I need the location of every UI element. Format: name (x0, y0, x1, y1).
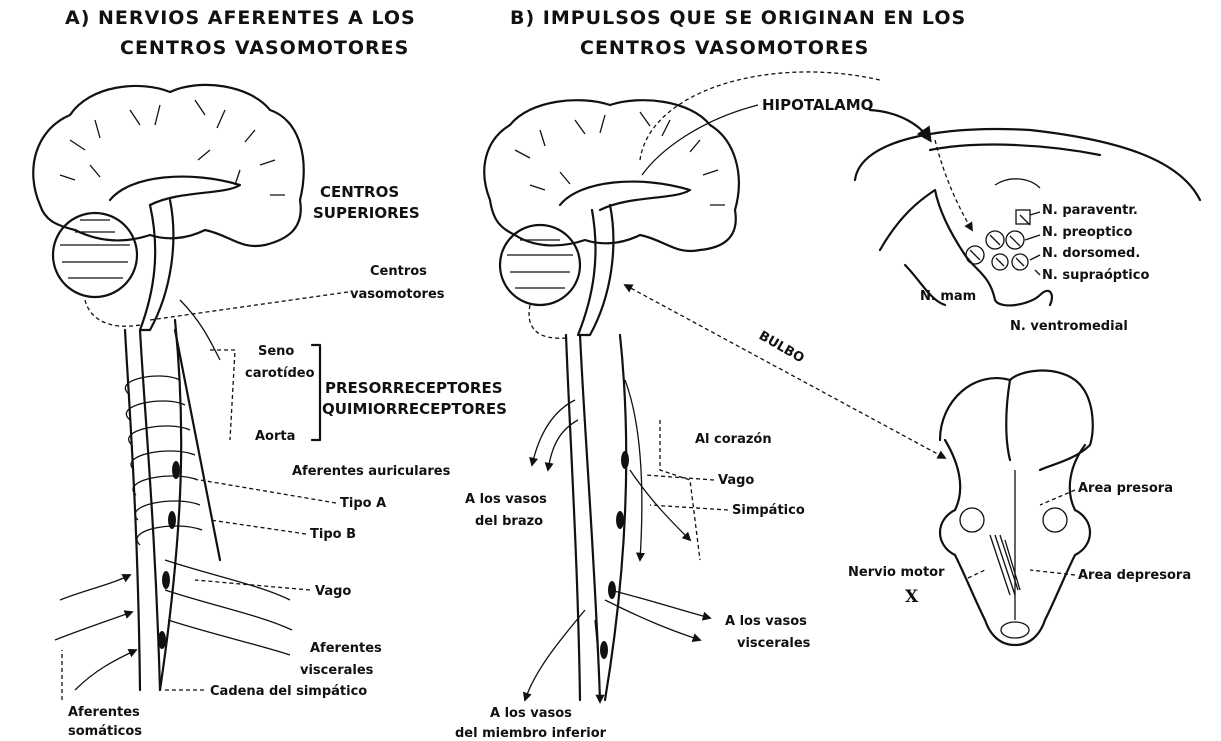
label-aferentes-somaticos-2: somáticos (68, 724, 142, 739)
label-centros-superiores-2: SUPERIORES (313, 204, 420, 222)
label-n-supraoptico: N. supraóptico (1042, 268, 1149, 283)
brain-b-illustration (484, 100, 739, 335)
label-presorreceptores: PRESORRECEPTORES (325, 379, 503, 397)
panel-a-title-line1: A) NERVIOS AFERENTES A LOS (65, 7, 416, 29)
panel-b-title-line1: B) IMPULSOS QUE SE ORIGINAN EN LOS (510, 7, 966, 29)
label-n-preoptico: N. preoptico (1042, 225, 1132, 240)
label-area-depresora: Area depresora (1078, 568, 1191, 583)
label-seno-2: carotídeo (245, 366, 315, 381)
leader-vago-a (195, 580, 310, 590)
label-n-ventromedial: N. ventromedial (1010, 319, 1128, 334)
panel-b: B) IMPULSOS QUE SE ORIGINAN EN LOS CENTR… (455, 7, 966, 741)
label-quimiorreceptores: QUIMIORRECEPTORES (322, 400, 507, 418)
label-vasos-brazo-2: del brazo (475, 514, 543, 529)
brain-a-illustration (33, 85, 304, 330)
label-vasos-viscerales-1: A los vasos (725, 614, 807, 629)
hipotalamo-arc (640, 72, 880, 160)
label-al-corazon: Al corazón (695, 432, 772, 447)
label-seno-1: Seno (258, 344, 294, 359)
label-vago-b: Vago (718, 473, 754, 488)
label-simpatico-b: Simpático (732, 503, 805, 518)
label-aferentes-auriculares: Aferentes auriculares (292, 464, 451, 479)
panel-b-title-line2: CENTROS VASOMOTORES (580, 37, 869, 59)
leader-tipo-b (210, 520, 306, 534)
label-n-dorsomed: N. dorsomed. (1042, 246, 1140, 261)
leader-centros-vasomotores (150, 292, 348, 320)
label-vago-a: Vago (315, 584, 351, 599)
label-vasos-inferior-1: A los vasos (490, 706, 572, 721)
label-aferentes-somaticos-1: Aferentes (68, 705, 140, 720)
label-nervio-motor: Nervio motor (848, 565, 945, 580)
label-aferentes-viscerales-2: viscerales (300, 663, 374, 678)
label-tipo-b: Tipo B (310, 527, 356, 542)
hypothalamus-inset: N. paraventr. N. preoptico N. dorsomed. … (855, 129, 1200, 334)
label-n-mam: N. mam (920, 289, 976, 304)
label-area-presora: Area presora (1078, 481, 1173, 496)
label-vasos-brazo-1: A los vasos (465, 492, 547, 507)
label-vasos-viscerales-2: viscerales (737, 636, 811, 651)
label-centros-vasomotores-1: Centros (370, 264, 427, 279)
label-nervio-numeral: X (905, 587, 919, 607)
label-centros-superiores-1: CENTROS (320, 183, 399, 201)
label-cadena-simpatico: Cadena del simpático (210, 684, 367, 699)
label-tipo-a: Tipo A (340, 496, 386, 511)
panel-a: A) NERVIOS AFERENTES A LOS CENTROS VASOM… (33, 7, 507, 739)
brainstem-inset: Area presora Area depresora Nervio motor… (848, 371, 1191, 645)
spinal-cord-b (525, 305, 710, 702)
label-vasos-inferior-2: del miembro inferior (455, 726, 607, 741)
leader-simpatico-b (650, 505, 728, 510)
label-hipotalamo: HIPOTALAMO (762, 96, 873, 114)
leader-tipo-a (200, 480, 336, 503)
spinal-cord-a (55, 300, 292, 700)
label-n-paraventr: N. paraventr. (1042, 203, 1138, 218)
panel-a-title-line2: CENTROS VASOMOTORES (120, 37, 409, 59)
receptors-bracket (312, 345, 320, 440)
label-aferentes-viscerales-1: Aferentes (310, 641, 382, 656)
label-centros-vasomotores-2: vasomotores (350, 287, 445, 302)
label-aorta: Aorta (255, 429, 295, 444)
leader-vago-b (645, 475, 714, 480)
bulbo-arrow (625, 285, 945, 458)
